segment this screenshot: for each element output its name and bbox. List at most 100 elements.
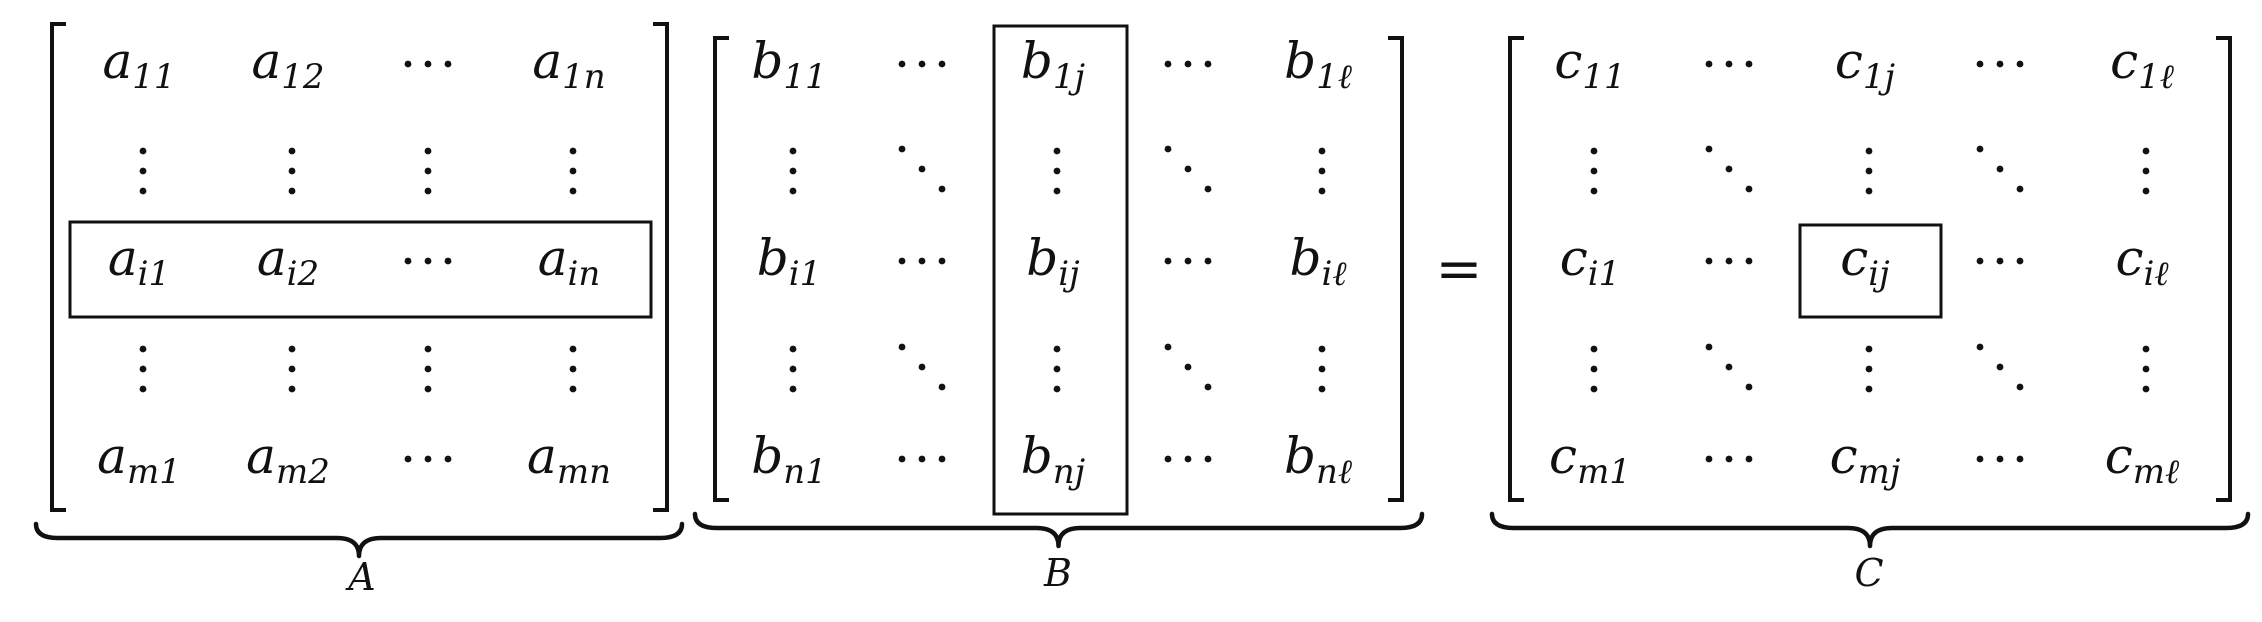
vdots	[1053, 345, 1061, 393]
entry-base: a	[102, 32, 132, 90]
right-bracket	[2216, 36, 2232, 502]
entry-subscript: in	[568, 254, 601, 294]
entry-base: c	[1554, 32, 1582, 90]
matrix-entry: ci1	[1560, 229, 1621, 294]
highlight-box-row	[68, 220, 653, 319]
highlight-box-col	[992, 24, 1129, 516]
ddots	[1164, 145, 1212, 193]
vdots	[569, 345, 577, 393]
hdots	[1164, 455, 1212, 463]
entry-base: a	[246, 427, 276, 485]
entry-base: a	[527, 427, 557, 485]
vdots	[569, 147, 577, 195]
matrix-entry: b11	[751, 32, 826, 97]
hdots	[404, 455, 452, 463]
entry-subscript: iℓ	[2143, 254, 2168, 294]
entry-subscript: mn	[557, 452, 611, 492]
hdots	[1164, 60, 1212, 68]
entry-base: a	[108, 229, 138, 287]
entry-base: b	[1021, 32, 1053, 90]
entry-base: a	[97, 427, 127, 485]
vdots	[1865, 345, 1873, 393]
entry-subscript: 1ℓ	[1316, 57, 1352, 97]
entry-subscript: i1	[1588, 254, 1621, 294]
entry-base: a	[257, 229, 287, 287]
equals-sign: =	[1436, 237, 1483, 302]
entry-base: b	[751, 427, 783, 485]
matrix-entry: b1ℓ	[1284, 32, 1352, 97]
entry-subscript: 1j	[1053, 57, 1086, 97]
vdots	[1590, 147, 1598, 195]
entry-base: b	[1284, 427, 1316, 485]
ddots	[1976, 145, 2024, 193]
left-bracket	[713, 36, 729, 502]
entry-subscript: 1ℓ	[2138, 57, 2174, 97]
vdots	[789, 147, 797, 195]
entry-subscript: n1	[783, 452, 827, 492]
underbrace	[1489, 511, 2251, 549]
ddots	[1705, 343, 1753, 391]
hdots	[404, 60, 452, 68]
matrix-entry: b1j	[1021, 32, 1086, 97]
entry-base: b	[1284, 32, 1316, 90]
vdots	[1865, 147, 1873, 195]
vdots	[139, 147, 147, 195]
matrix-label: A	[345, 555, 375, 599]
matrix-entry: amn	[527, 427, 611, 492]
entry-base: c	[1560, 229, 1588, 287]
matrix-entry: am1	[97, 427, 181, 492]
entry-base: b	[1289, 229, 1321, 287]
ddots	[1164, 343, 1212, 391]
vdots	[288, 147, 296, 195]
matrix-entry: bnj	[1021, 427, 1086, 492]
hdots	[1976, 455, 2024, 463]
entry-base: b	[1026, 229, 1058, 287]
matrix-entry: a1n	[532, 32, 605, 97]
ddots	[1705, 145, 1753, 193]
entry-subscript: 1n	[562, 57, 606, 97]
matrix-entry: c1ℓ	[2110, 32, 2174, 97]
hdots	[1705, 455, 1753, 463]
matrix-entry: ai1	[108, 229, 170, 294]
matrix-entry: bnℓ	[1284, 427, 1352, 492]
highlight-box-cell	[1798, 223, 1943, 319]
entry-base: b	[757, 229, 789, 287]
hdots	[898, 60, 946, 68]
vdots	[1590, 345, 1598, 393]
right-bracket	[653, 22, 669, 512]
hdots	[1976, 257, 2024, 265]
entry-base: c	[2110, 32, 2138, 90]
entry-base: a	[538, 229, 568, 287]
matrix-entry: am2	[246, 427, 330, 492]
entry-base: c	[1830, 427, 1858, 485]
vdots	[789, 345, 797, 393]
entry-subscript: i2	[287, 254, 320, 294]
matrix-entry: cm1	[1549, 427, 1631, 492]
entry-base: c	[2105, 427, 2133, 485]
hdots	[1164, 257, 1212, 265]
hdots	[1976, 60, 2024, 68]
vdots	[2142, 345, 2150, 393]
left-bracket	[1508, 36, 1524, 502]
vdots	[1053, 147, 1061, 195]
matrix-entry: cmj	[1830, 427, 1901, 492]
matrix-label: C	[1854, 551, 1883, 595]
hdots	[404, 257, 452, 265]
entry-base: c	[2115, 229, 2143, 287]
entry-subscript: i1	[789, 254, 822, 294]
hdots	[1705, 257, 1753, 265]
matrix-entry: bi1	[757, 229, 822, 294]
entry-base: a	[251, 32, 281, 90]
entry-subscript: mℓ	[2133, 452, 2179, 492]
matrix-entry: ciℓ	[2115, 229, 2168, 294]
entry-base: a	[532, 32, 562, 90]
entry-subscript: m1	[1577, 452, 1631, 492]
matrix-entry: ain	[538, 229, 601, 294]
matrix-entry: a11	[102, 32, 175, 97]
vdots	[2142, 147, 2150, 195]
entry-base: b	[1021, 427, 1053, 485]
underbrace	[33, 521, 685, 559]
